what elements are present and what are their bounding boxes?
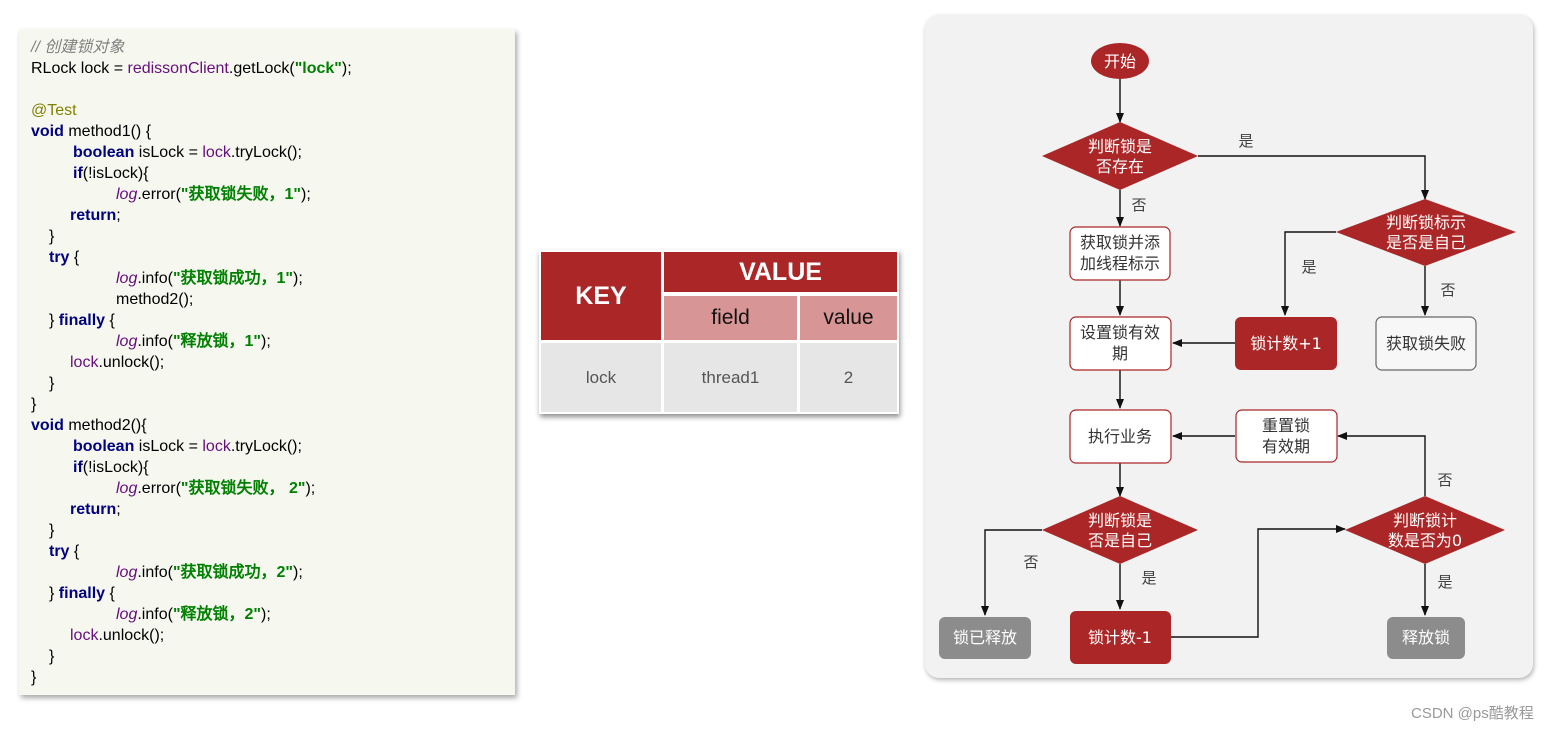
start-node: 开始 xyxy=(1091,43,1149,79)
process-count-plus: 锁计数+1 xyxy=(1235,317,1337,370)
terminal-release-lock: 释放锁 xyxy=(1387,617,1465,659)
code-line: // 创建锁对象 xyxy=(31,37,124,58)
process-label: 锁计数+1 xyxy=(1250,334,1322,353)
code-panel: // 创建锁对象 RLock lock = redissonClient.get… xyxy=(19,29,515,695)
code-line: @Test xyxy=(31,102,77,119)
code-line: } xyxy=(31,669,37,686)
edge-label-no: 否 xyxy=(1023,553,1038,571)
code-line: boolean isLock = lock.tryLock(); xyxy=(73,438,302,455)
decision-label: 判断锁标示 xyxy=(1386,213,1466,232)
terminal-label: 锁已释放 xyxy=(953,628,1017,647)
edge-mine-yes xyxy=(1281,231,1336,316)
process-reset-ttl: 重置锁 有效期 xyxy=(1235,409,1338,463)
code-line: try { xyxy=(49,543,80,560)
row-field-cell: thread1 xyxy=(664,343,797,412)
process-label: 有效期 xyxy=(1262,437,1310,456)
code-line: log.error("获取锁失败， 2"); xyxy=(116,480,316,497)
edge-label-yes: 是 xyxy=(1301,258,1316,276)
redis-hash-table: KEY VALUE field value lock thread1 2 xyxy=(539,250,899,414)
field-header: field xyxy=(664,296,797,340)
code-line: log.info("获取锁成功，2"); xyxy=(116,564,303,581)
code-line: if(!isLock){ xyxy=(73,165,149,182)
code-line: try { xyxy=(49,249,80,266)
edge-label-no: 否 xyxy=(1131,196,1146,214)
process-label: 执行业务 xyxy=(1088,427,1152,446)
code-line: } xyxy=(49,648,55,665)
process-label: 获取锁并添 xyxy=(1080,233,1160,252)
process-label: 期 xyxy=(1112,344,1128,363)
edge-label-no: 否 xyxy=(1440,281,1455,299)
process-execute: 执行业务 xyxy=(1069,409,1172,464)
code-line: log.info("获取锁成功，1"); xyxy=(116,270,303,287)
process-acquire-lock: 获取锁并添 加线程标示 xyxy=(1069,226,1171,281)
process-set-ttl: 设置锁有效 期 xyxy=(1069,316,1172,371)
edge-label-yes: 是 xyxy=(1437,573,1452,591)
decision-label: 是否是自己 xyxy=(1386,233,1466,252)
code-line: return; xyxy=(70,501,121,518)
edge-label-no: 否 xyxy=(1437,471,1452,489)
key-header: KEY xyxy=(541,252,661,340)
terminal-label: 释放锁 xyxy=(1402,628,1450,647)
process-label: 加线程标示 xyxy=(1080,254,1160,273)
start-label: 开始 xyxy=(1104,52,1136,71)
row-key-cell: lock xyxy=(541,343,661,412)
process-label: 设置锁有效 xyxy=(1080,323,1160,342)
code-line: } finally { xyxy=(49,585,115,602)
row-value-cell: 2 xyxy=(800,343,897,412)
code-line: method2(); xyxy=(116,291,194,308)
code-line: log.error("获取锁失败，1"); xyxy=(116,186,311,203)
decision-label: 判断锁是 xyxy=(1088,511,1152,530)
code-line: log.info("释放锁，1"); xyxy=(116,333,271,350)
code-line: } xyxy=(31,396,37,413)
decision-count-zero: 判断锁计 数是否为0 xyxy=(1345,496,1505,564)
value-subheader: value xyxy=(800,296,897,340)
value-header: VALUE xyxy=(664,252,897,292)
edge-zero-no xyxy=(1337,432,1426,496)
edge-label-yes: 是 xyxy=(1141,569,1156,587)
decision-label: 数是否为0 xyxy=(1388,531,1462,550)
terminal-label: 获取锁失败 xyxy=(1386,334,1466,353)
edge-self-no xyxy=(981,529,1042,616)
terminal-already-released: 锁已释放 xyxy=(939,617,1031,659)
flowchart: 是 否 是 否 否 否 是 是 开始 判断锁是 否存在 判断锁标示 是否是自己 … xyxy=(939,43,1516,664)
code-line: lock.unlock(); xyxy=(70,627,165,644)
code-line: void method2(){ xyxy=(31,417,147,434)
code-line: } xyxy=(49,522,55,539)
code-line: return; xyxy=(70,207,121,224)
edge-label-yes: 是 xyxy=(1238,132,1253,150)
edge-exists-yes xyxy=(1198,155,1429,200)
watermark: CSDN @ps酷教程 xyxy=(1411,705,1534,722)
decision-label: 判断锁是 xyxy=(1088,137,1152,156)
code-line: RLock lock = redissonClient.getLock("loc… xyxy=(31,60,352,77)
decision-label: 判断锁计 xyxy=(1393,511,1457,530)
code-line: boolean isLock = lock.tryLock(); xyxy=(73,144,302,161)
code-line: void method1() { xyxy=(31,123,152,140)
decision-lock-exists: 判断锁是 否存在 xyxy=(1042,122,1198,190)
terminal-acquire-fail: 获取锁失败 xyxy=(1375,316,1477,371)
code-line: log.info("释放锁，2"); xyxy=(116,606,271,623)
edge-minus-zero xyxy=(1171,525,1346,638)
comment: // 创建锁对象 xyxy=(31,39,125,56)
code-line: } xyxy=(49,228,55,245)
code-line: } finally { xyxy=(49,312,115,329)
decision-label: 否存在 xyxy=(1096,157,1144,176)
process-count-minus: 锁计数-1 xyxy=(1070,611,1171,664)
decision-lock-self: 判断锁是 否是自己 xyxy=(1042,496,1198,564)
connectors xyxy=(981,79,1429,638)
code-line: if(!isLock){ xyxy=(73,459,149,476)
code-line: lock.unlock(); xyxy=(70,354,165,371)
decision-label: 否是自己 xyxy=(1088,531,1152,550)
edge-labels: 是 否 是 否 否 否 是 是 xyxy=(1023,132,1455,591)
process-label: 锁计数-1 xyxy=(1088,628,1152,647)
code-line: } xyxy=(49,375,55,392)
decision-lock-mine: 判断锁标示 是否是自己 xyxy=(1336,199,1516,266)
process-label: 重置锁 xyxy=(1262,416,1310,435)
